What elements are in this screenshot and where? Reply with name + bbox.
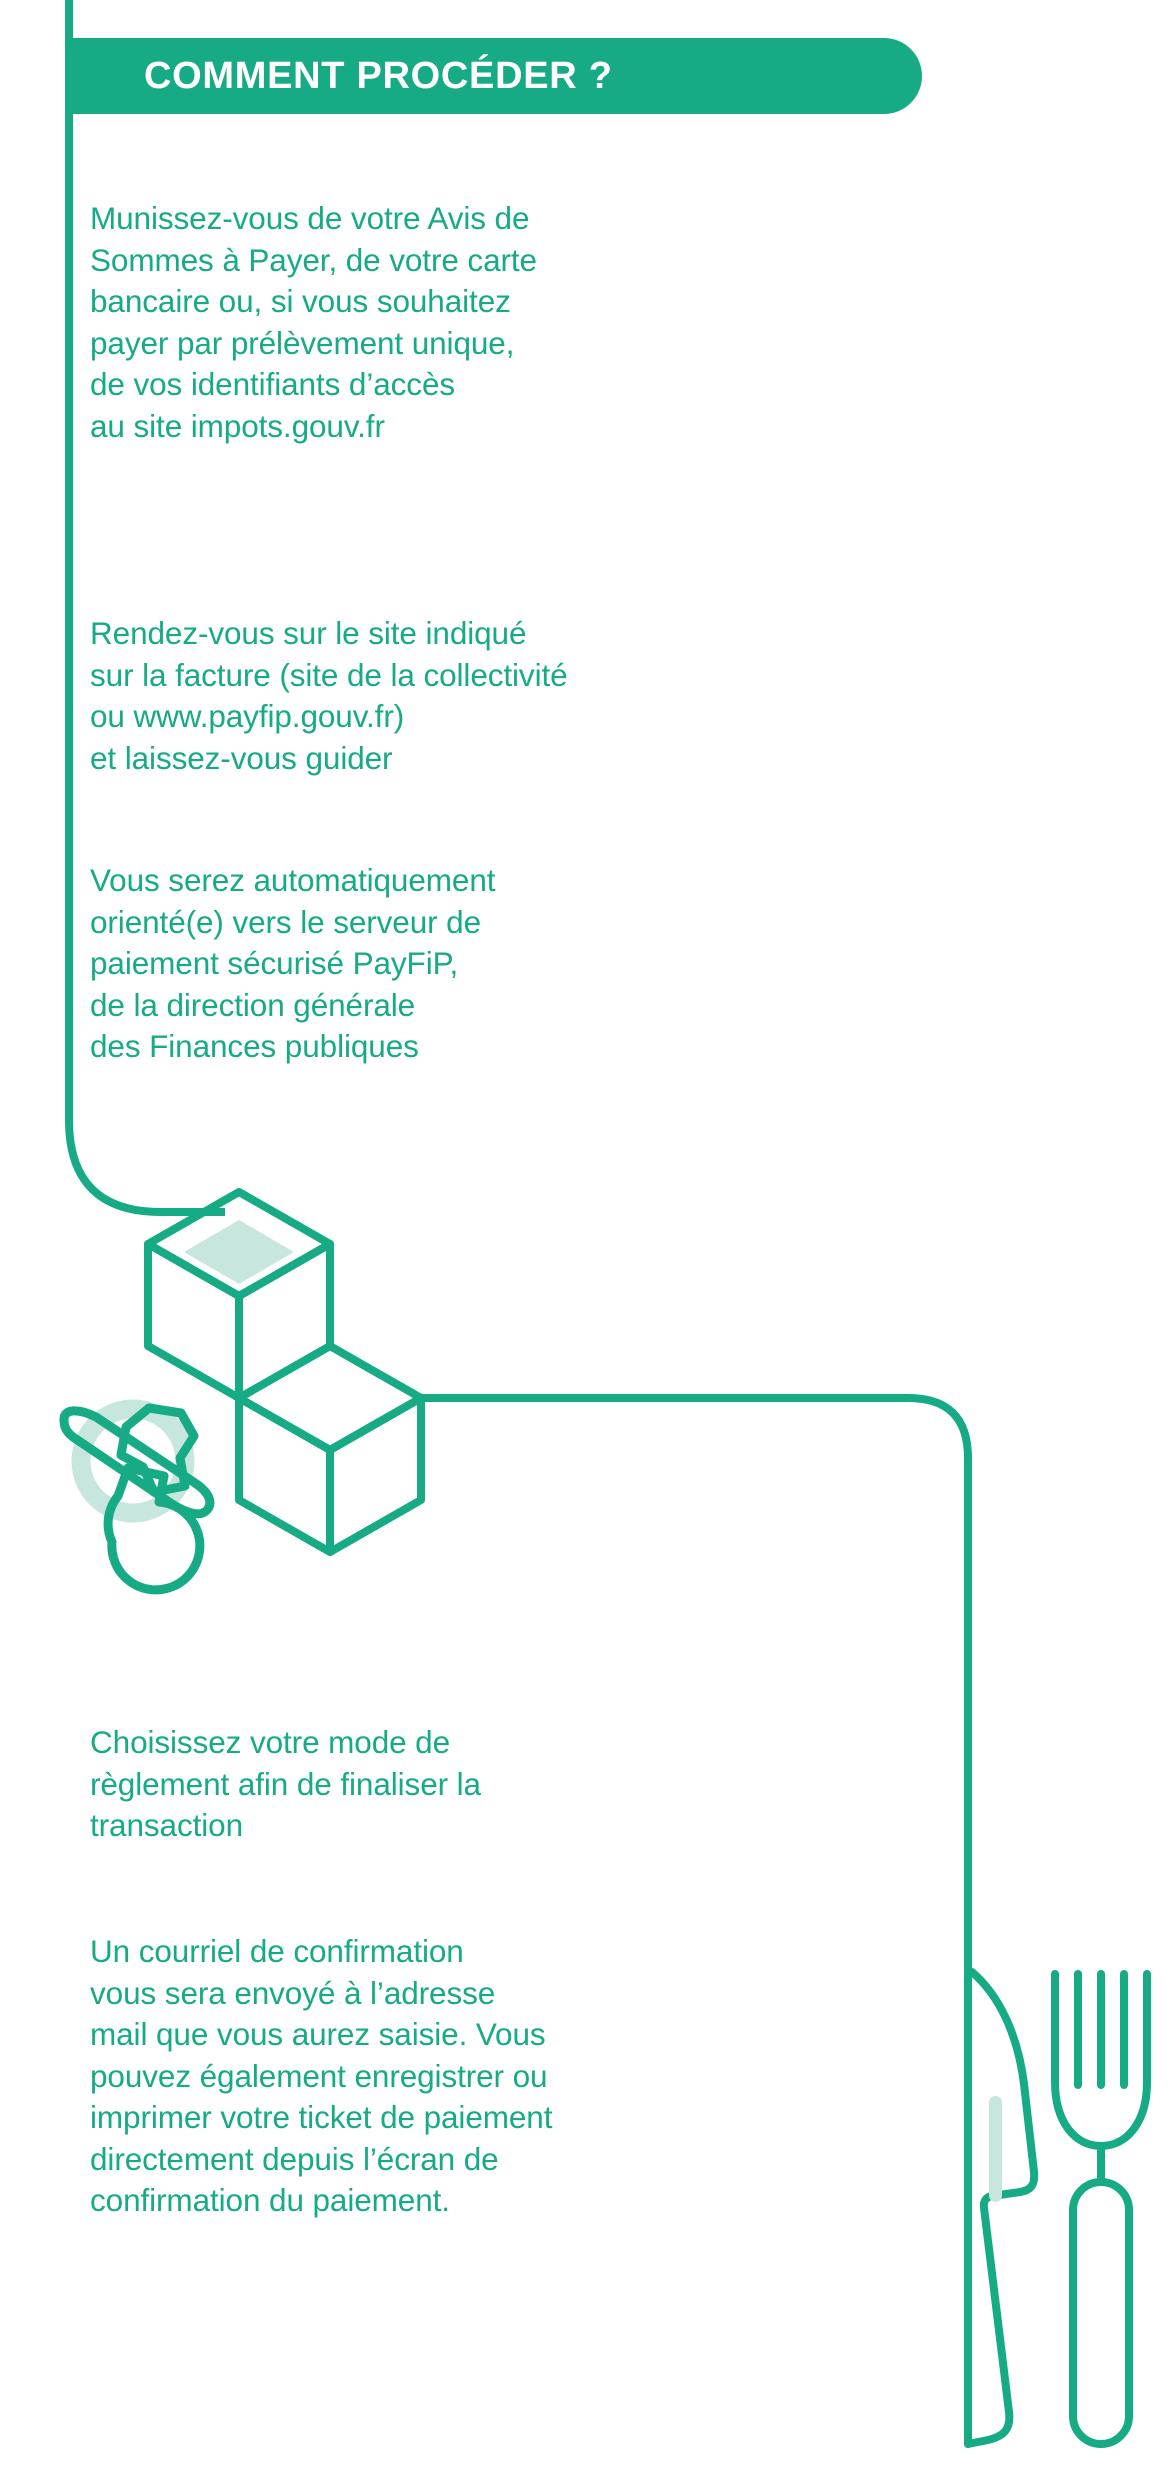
circle-ring-icon [71, 1399, 195, 1523]
paragraph-redirect-payfip: Vous serez automatiquement orienté(e) ve… [90, 862, 496, 1064]
paragraph-choose-payment-method: Choisissez votre mode de règlement afin … [90, 1724, 481, 1843]
section-header-banner: COMMENT PROCÉDER ? [72, 38, 922, 114]
knife-icon [964, 1906, 1039, 2448]
cube-highlight-diamond-icon [184, 1220, 294, 1284]
fork-icon [1051, 1970, 1151, 2448]
page-title: COMMENT PROCÉDER ? [144, 54, 613, 97]
connector-line-right [421, 1394, 972, 1910]
paragraph-go-to-site: Rendez-vous sur le site indiqué sur la f… [90, 615, 568, 776]
isometric-cubes-icon [144, 1188, 425, 1556]
knife-highlight-icon [989, 2096, 1002, 2202]
paragraph-confirmation-email: Un courriel de confirmation vous sera en… [90, 1933, 553, 2218]
pacifier-icon [59, 1403, 215, 1595]
paragraph-prerequisites: Munissez-vous de votre Avis de Sommes à … [90, 200, 537, 444]
